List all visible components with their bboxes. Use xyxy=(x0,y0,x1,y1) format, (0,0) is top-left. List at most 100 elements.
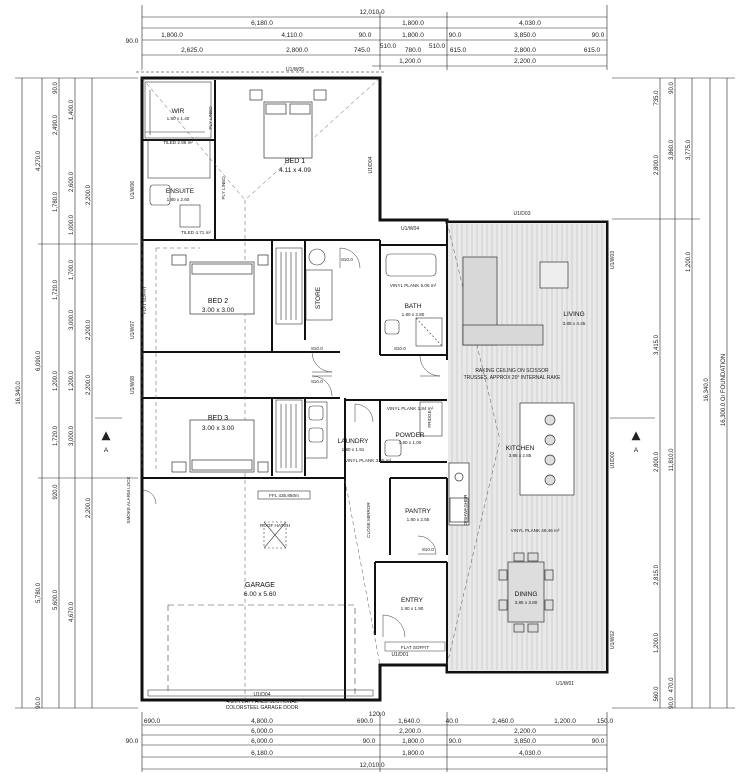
kitchen-vinyl: VINYL PLANK 49.46 m² xyxy=(511,528,560,533)
interior-walls xyxy=(142,80,448,700)
dim-right-3b: 1,200.0 xyxy=(686,251,692,272)
section-marker-icon xyxy=(95,417,655,441)
dim-right-2d: 470.0 xyxy=(669,677,675,693)
bottom-dimension-lines xyxy=(141,712,608,772)
dim-bot-1b: 4,800.0 xyxy=(251,718,273,725)
ply-lined-1: PLY LINED xyxy=(208,106,213,130)
door-810-a: 810.0 xyxy=(341,257,353,262)
dim-bot-1f: 40.0 xyxy=(446,718,459,725)
ffl-box xyxy=(257,490,311,500)
dim-bot-2c: 2,200.0 xyxy=(514,728,536,735)
wir-shelving xyxy=(144,81,212,228)
dim-bot-4b: 1,800.0 xyxy=(402,750,424,757)
living-furniture xyxy=(462,256,569,346)
dim-left-2a: 90.0 xyxy=(53,82,59,94)
dim-bot-1d: 120.0 xyxy=(369,711,386,718)
dim-bot-4a: 6,180.0 xyxy=(251,750,273,757)
dim-right-1b: 2,800.0 xyxy=(654,154,660,175)
window-garage: U1/D04 xyxy=(254,692,271,698)
dining-size: 3.85 x 3.80 xyxy=(515,600,538,605)
garage-door-1: 4.8m FLAT PANEL SECTIONAL xyxy=(226,699,297,705)
dim-left-4c: 2,200.0 xyxy=(86,374,92,395)
window-w04: U1/W04 xyxy=(401,226,419,232)
window-w08: U1/W08 xyxy=(130,376,136,394)
dim-right-1e: 2,815.0 xyxy=(654,564,660,585)
top-dimension-lines xyxy=(141,5,608,70)
dim-right-1d: 2,800.0 xyxy=(654,451,660,472)
garage-door-2: COLORSTEEL GARAGE DOOR xyxy=(226,705,299,711)
door-810-d: 810.0 xyxy=(394,346,406,351)
dim-top-4b: 2,200.0 xyxy=(514,58,536,65)
dim-left-4d: 2,200.0 xyxy=(86,497,92,518)
roof-hatch: ROOF HATCH xyxy=(260,523,290,528)
dim-left-2f: 1,200.0 xyxy=(53,370,59,391)
bath-size: 1.80 x 2.80 xyxy=(402,312,425,317)
dim-bot-3c: 90.0 xyxy=(363,738,376,745)
dim-top-3e: 780.0 xyxy=(405,47,422,54)
smoke-label: SMOKE ALARM LOCK xyxy=(126,475,131,523)
dim-right-overall2: 16,300.0 O/ FOUNDATION xyxy=(721,354,727,426)
dim-bot-1g: 2,460.0 xyxy=(492,718,514,725)
dim-top-4a: 1,200.0 xyxy=(399,58,421,65)
door-810-b: 810.0 xyxy=(311,346,323,351)
dim-bot-1i: 150.0 xyxy=(597,718,614,725)
dim-right-2e: 90.0 xyxy=(669,697,675,709)
dining-table xyxy=(498,552,554,633)
dining-name: DINING xyxy=(515,591,538,598)
dim-bot-3g: 90.0 xyxy=(592,738,605,745)
dim-left-3e: 1,700.0 xyxy=(69,259,75,280)
dim-right-2a: 90.0 xyxy=(669,82,675,94)
dim-top-1b: 1,800.0 xyxy=(402,20,424,27)
wir-tiled: TILED 2.96 m² xyxy=(163,140,193,145)
bath-vinyl: VINYL PLANK 5.05 m² xyxy=(390,283,437,288)
door-810-e: 810.0 xyxy=(422,547,434,552)
flat-soffit-left: FLAT SOFFIT xyxy=(142,286,147,315)
dim-top-3g: 615.0 xyxy=(450,47,467,54)
dim-top-1a: 6,180.0 xyxy=(251,20,273,27)
dim-top-2f: 90.0 xyxy=(449,32,462,39)
window-w06: U1/W06 xyxy=(130,181,136,199)
dim-bot-3f: 3,850.0 xyxy=(514,738,536,745)
dim-bot-3a: 90.0 xyxy=(126,738,139,745)
dim-top-1c: 4,030.0 xyxy=(519,20,541,27)
dim-left-3g: 1,200.0 xyxy=(69,370,75,391)
laundry-name: LAUNDRY xyxy=(338,438,370,445)
dim-left-1b: 6,090.0 xyxy=(36,350,42,371)
dim-top-2b: 1,800.0 xyxy=(161,32,183,39)
dim-right-1g: 560.0 xyxy=(654,686,660,702)
dim-left-4a: 2,200.0 xyxy=(86,184,92,205)
ensuite-name: ENSUITE xyxy=(166,188,195,195)
dim-top-2a: 90.0 xyxy=(126,38,139,45)
wardrobes xyxy=(275,247,333,473)
laundry-vinyl: VINYL PLANK 3.85 m² xyxy=(345,458,392,463)
dim-top-2c: 4,110.0 xyxy=(281,32,303,39)
living-size: 3.85 x 4.45 xyxy=(563,321,586,326)
window-d04-side: U1/D04 xyxy=(368,156,374,173)
dim-right-1c: 3,415.0 xyxy=(654,334,660,355)
dim-top-overall: 12,010.0 xyxy=(359,9,385,16)
exterior-walls xyxy=(136,71,609,702)
window-w02: U1/W02 xyxy=(610,631,616,649)
dim-left-3i: 4,670.0 xyxy=(69,601,75,622)
kitchen-name: KITCHEN xyxy=(506,445,535,452)
bed1-bed xyxy=(249,89,327,159)
dim-left-2e: 1,720.0 xyxy=(53,279,59,300)
window-w01: U1/W01 xyxy=(556,681,574,687)
dishwasher-label: DISHWASHER xyxy=(463,494,468,526)
dim-top-3f: 510.0 xyxy=(429,43,446,50)
dim-top-3d: 510.0 xyxy=(380,43,397,50)
dim-left-overall: 16,340.0 xyxy=(16,381,22,405)
dim-bot-1c: 690.0 xyxy=(357,718,374,725)
dim-left-4b: 2,200.0 xyxy=(86,319,92,340)
bed3-size: 3.00 x 3.00 xyxy=(202,425,235,432)
window-d01: U1/D01 xyxy=(392,652,409,658)
dim-right-1f: 1,200.0 xyxy=(654,632,660,653)
pantry-name: PANTRY xyxy=(405,508,431,515)
powder-vinyl: VINYL PLANK 1.84 m² xyxy=(387,406,434,411)
bath-name: BATH xyxy=(405,303,422,310)
bed3-name: BED 3 xyxy=(208,415,228,422)
garage-size: 6.00 x 5.60 xyxy=(244,591,277,598)
bed1-size: 4.11 x 4.09 xyxy=(279,167,311,174)
dim-left-1a: 4,270.0 xyxy=(36,150,42,171)
